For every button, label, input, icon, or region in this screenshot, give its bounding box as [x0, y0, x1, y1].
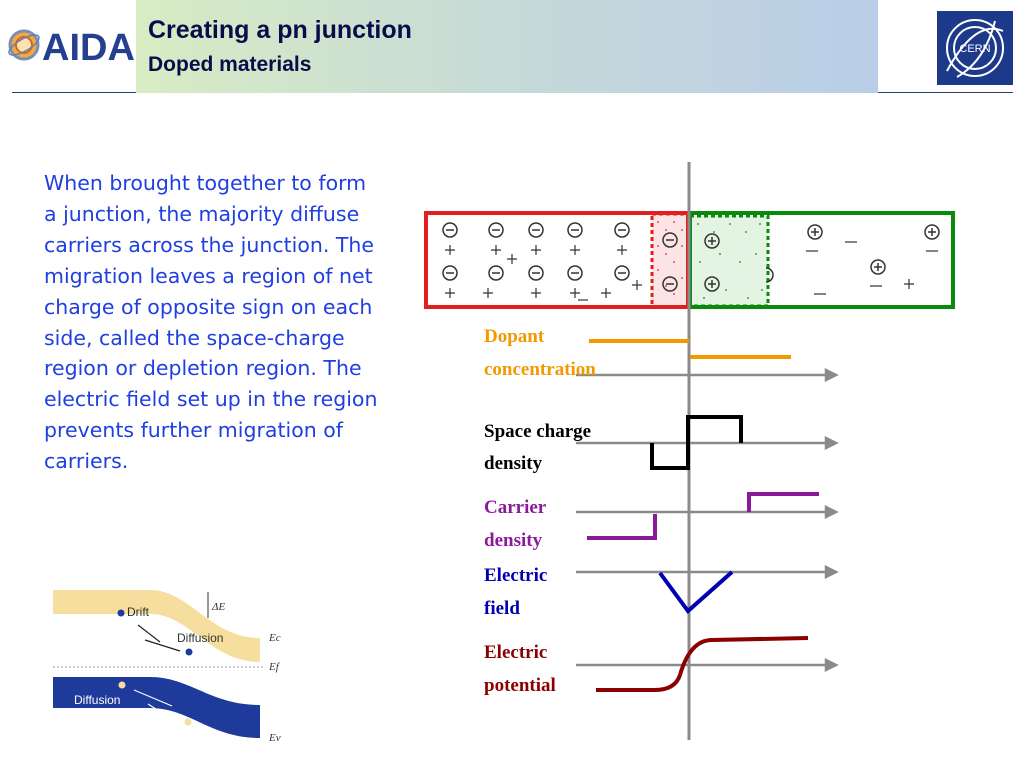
label-efield-1: Electric	[484, 565, 547, 586]
diffusion-label-bottom: Diffusion	[74, 693, 120, 707]
hole-dot-icon	[184, 718, 192, 726]
cern-emblem-icon	[946, 19, 1004, 78]
drift-arrow-icon	[137, 624, 161, 643]
valence-band	[53, 677, 260, 738]
carrier-density-curve	[587, 514, 657, 540]
label-space-charge-1: Space charge	[484, 421, 591, 442]
dopant-concentration-curve	[589, 339, 791, 359]
conduction-band	[53, 590, 260, 662]
label-carrier-1: Carrier	[484, 497, 547, 518]
p-depletion-border	[650, 212, 690, 309]
electric-field-curve	[658, 570, 734, 614]
n-donor-ions	[704, 224, 940, 292]
n-depletion-fill	[690, 216, 768, 306]
aida-emblem-icon	[8, 29, 40, 61]
label-potential-1: Electric	[484, 642, 547, 663]
ec-label: Ec	[268, 632, 281, 644]
ef-label: Ef	[268, 661, 281, 673]
label-space-charge-2: density	[484, 453, 543, 474]
label-potential-2: potential	[484, 675, 556, 696]
label-dopant-2: concentration	[484, 359, 596, 380]
electron-dot-icon	[117, 609, 125, 617]
delta-e-label: ΔE	[211, 601, 225, 613]
p-depletion-fill	[652, 214, 688, 307]
n-electrons	[806, 241, 938, 295]
body-paragraph: When brought together to form a junction…	[44, 171, 378, 474]
drift-label-top: Drift	[127, 605, 150, 619]
page-subtitle: Doped materials	[148, 53, 312, 76]
p-holes	[445, 245, 642, 301]
page-title: Creating a pn junction	[148, 16, 412, 44]
aida-logo-text: AIDA	[42, 27, 135, 69]
p-depletion-dots	[657, 221, 683, 295]
ev-label: Ev	[268, 732, 281, 744]
label-efield-2: field	[484, 598, 520, 619]
electron-dot-icon	[185, 648, 193, 656]
hole-dot-icon	[118, 681, 126, 689]
diffusion-arrow-icon	[133, 689, 173, 707]
header-rule-right	[878, 92, 1013, 93]
p-type-region	[424, 211, 690, 309]
plot-axes	[576, 367, 839, 673]
cern-logo-text: CERN	[959, 43, 990, 55]
label-dopant-1: Dopant	[484, 326, 545, 347]
diffusion-label-top: Diffusion	[177, 631, 223, 645]
p-acceptor-ions	[442, 222, 678, 292]
drift-label-bottom: Drift	[181, 729, 204, 743]
cern-logo: CERN	[937, 11, 1013, 85]
carrier-density-curve-n	[747, 492, 819, 512]
electric-potential-curve	[596, 636, 809, 692]
band-diagram: Drift Diffusion Diffusion Drift ΔE Ec Ef…	[53, 590, 281, 744]
header-rule-left	[12, 92, 136, 93]
diffusion-arrow-icon	[144, 639, 181, 652]
space-charge-curve	[650, 415, 743, 470]
label-carrier-2: density	[484, 530, 543, 551]
drift-arrow-icon	[147, 703, 171, 719]
aida-logo: AIDA	[8, 27, 135, 69]
n-depletion-dots	[697, 223, 763, 299]
title-band: Creating a pn junction Doped materials	[136, 0, 878, 93]
